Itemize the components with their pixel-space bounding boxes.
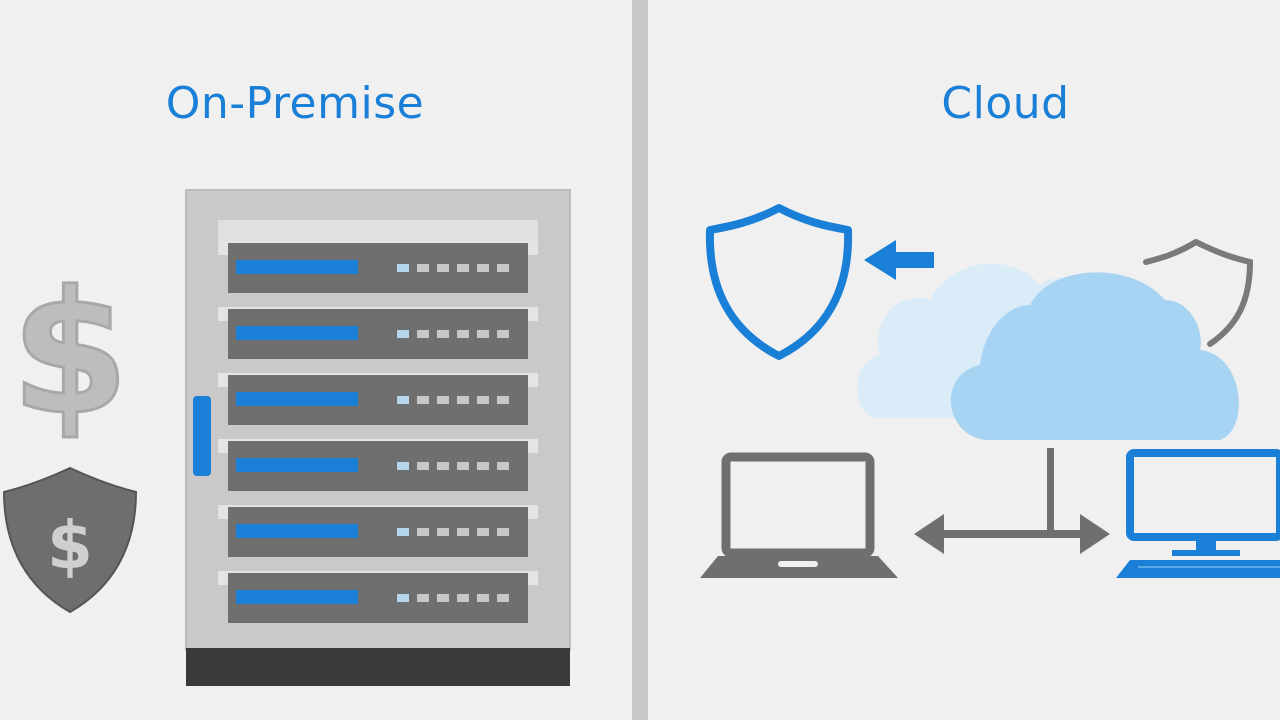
double-arrow-icon (914, 448, 1110, 554)
shield-outline-icon (1143, 239, 1254, 347)
panel-divider (632, 0, 648, 720)
server-unit (218, 373, 538, 425)
cloud-title: Cloud (941, 78, 1070, 129)
arrow-left-icon (864, 240, 934, 280)
laptop-icon (700, 452, 898, 578)
server-unit (218, 439, 538, 491)
server-rack-icon (185, 189, 571, 686)
cloud-icon (857, 263, 1239, 440)
security-shield-icon (705, 204, 853, 360)
rack-base (186, 648, 570, 686)
svg-text:$: $ (11, 255, 129, 453)
server-unit (218, 571, 538, 623)
server-unit (218, 307, 538, 359)
monitor-icon (1116, 449, 1280, 578)
dollar-shield-icon: $ (2, 466, 138, 614)
on-premise-title: On-Premise (165, 78, 425, 129)
server-unit (218, 241, 538, 293)
dollar-icon: $ (9, 254, 130, 455)
server-unit (218, 505, 538, 557)
rack-door-handle (193, 396, 211, 476)
svg-text:$: $ (47, 507, 93, 584)
